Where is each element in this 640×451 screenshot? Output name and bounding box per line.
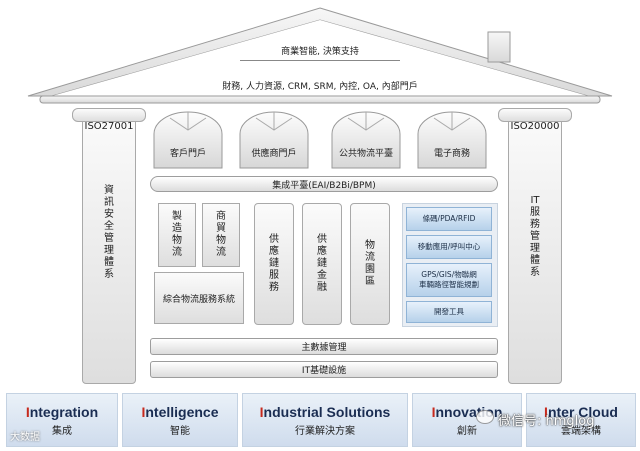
footer-inter-cloud: Inter Cloud 雲端架構	[526, 393, 636, 447]
wechat-icon	[476, 410, 494, 424]
portal-public-logistics: 公共物流平臺	[338, 149, 393, 159]
module-manufacturing-logistics: 製造 物流	[158, 203, 196, 267]
module-integrated-logistics: 綜合物流服務系統	[154, 272, 244, 324]
pillar-right-capital	[498, 108, 572, 122]
watermark-right: 微信号: hmglog	[498, 414, 595, 429]
it-infrastructure-bar: IT基礎設施	[150, 361, 498, 378]
module-supply-chain-finance: 供應 鏈金 融	[302, 203, 342, 325]
footer-integration: Integration 集成	[6, 393, 118, 447]
info-security-system-label: 資訊 安全 管理 體系	[104, 185, 114, 280]
iso27001-title: ISO27001	[84, 121, 134, 132]
tech-gps-gis-iot: GPS/GIS/物聯網 車輛路徑智能規劃	[406, 263, 492, 297]
footer-innovation: Innovation 創新	[412, 393, 522, 447]
bi-decision-support-label: 商業智能, 決策支持	[281, 47, 359, 57]
module-commerce-logistics: 商貿 物流	[202, 203, 240, 267]
master-data-management-bar: 主數據管理	[150, 338, 498, 355]
portal-supplier: 供應商門戶	[251, 149, 297, 159]
roof-divider	[240, 60, 400, 61]
pillar-right	[508, 110, 562, 384]
iso20000-title: ISO20000	[510, 121, 560, 132]
tech-barcode-pda-rfid: 條碼/PDA/RFID	[406, 207, 492, 231]
module-supply-chain-service: 供應 鏈服 務	[254, 203, 294, 325]
footer-industrial-solutions: Industrial Solutions 行業解決方案	[242, 393, 408, 447]
tech-mobile-call-center: 移動應用/呼叫中心	[406, 235, 492, 259]
integration-platform-bar: 集成平臺(EAI/B2Bi/BPM)	[150, 176, 498, 192]
module-logistics-park: 物流 園區	[350, 203, 390, 325]
portal-window-frame	[153, 111, 487, 169]
portal-customer: 客戶門戶	[169, 149, 206, 159]
portal-ecommerce: 電子商務	[433, 149, 470, 159]
pillar-left-capital	[72, 108, 146, 122]
watermark-left: 大数据	[10, 432, 40, 443]
enterprise-apps-label: 財務, 人力資源, CRM, SRM, 內控, OA, 內部門戶	[222, 82, 418, 92]
roof-shape	[27, 7, 613, 104]
tech-dev-tools: 開發工具	[406, 301, 492, 323]
footer-intelligence: Intelligence 智能	[122, 393, 238, 447]
portal-windows	[153, 111, 487, 169]
